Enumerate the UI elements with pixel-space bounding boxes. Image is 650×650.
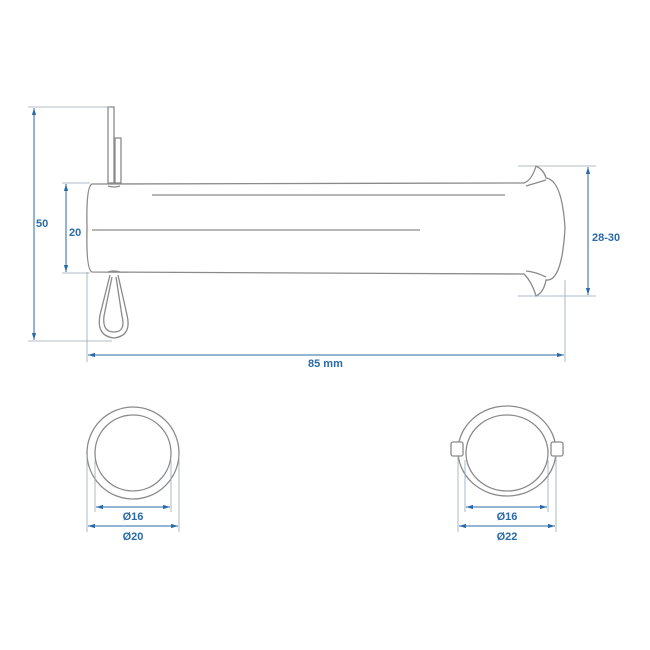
dimension-length: 85 mm: [86, 272, 566, 370]
dimension-flare-diameter: 28-30: [518, 165, 620, 297]
end-view-flare: Ø16 Ø22: [450, 405, 564, 543]
label-left-outer: Ø20: [123, 531, 144, 543]
spring-pin: [98, 106, 129, 339]
dimension-tube-diameter: 20: [62, 182, 90, 274]
label-tube-diameter: 20: [69, 227, 81, 239]
label-length: 85 mm: [308, 358, 343, 370]
end-view-tube: Ø16 Ø20: [86, 406, 180, 543]
label-right-inner: Ø16: [497, 511, 518, 523]
label-right-outer: Ø22: [497, 531, 518, 543]
label-overall-height: 50: [36, 218, 48, 230]
label-flare-diameter: 28-30: [592, 232, 620, 244]
label-left-inner: Ø16: [123, 511, 144, 523]
dimension-overall-height: 50: [28, 106, 112, 342]
tube-side-view: [86, 165, 566, 297]
